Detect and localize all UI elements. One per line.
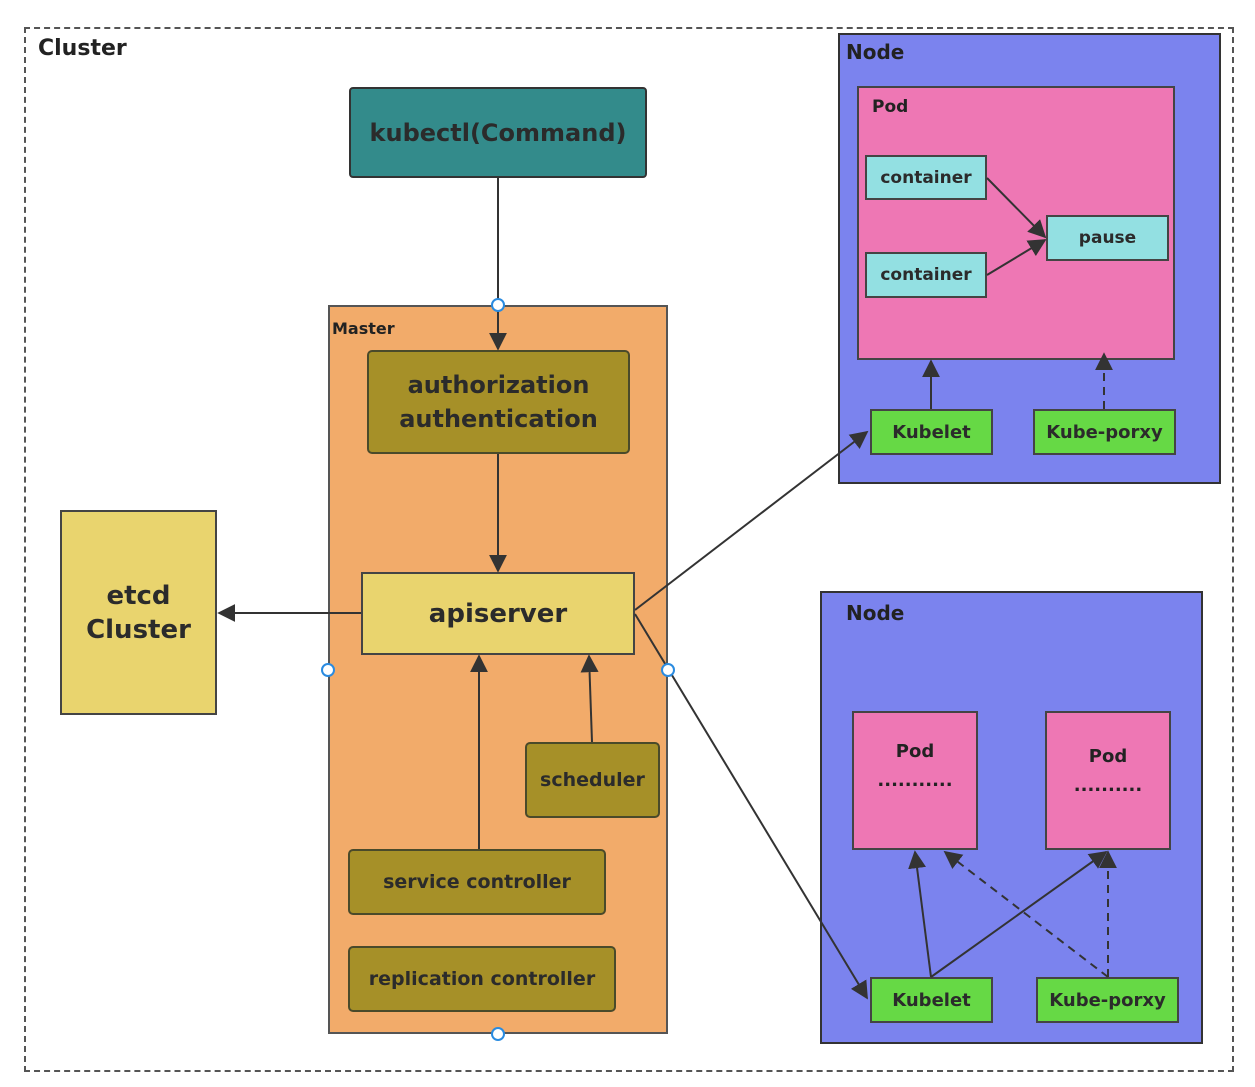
auth-box[interactable]: authorization authentication <box>367 350 630 454</box>
apiserver-label: apiserver <box>428 598 568 629</box>
container-box-1[interactable]: container <box>865 155 987 200</box>
node-2-pod-2-label: Pod <box>1088 746 1128 767</box>
master-connection-point-bottom <box>491 1027 505 1041</box>
node-2-pod-1-label: Pod <box>895 741 935 762</box>
node-2-pod-1[interactable]: Pod ........... <box>852 711 978 850</box>
node-2-proxy-label: Kube-porxy <box>1049 989 1166 1011</box>
container-box-2[interactable]: container <box>865 252 987 298</box>
master-connection-point-left <box>321 663 335 677</box>
container-1-to-pause-arrow <box>986 177 1047 239</box>
etcd-line-1: etcd <box>106 580 171 611</box>
kubectl-label: kubectl(Command) <box>369 118 627 147</box>
pause-label: pause <box>1078 228 1137 248</box>
service-controller-label: service controller <box>383 871 571 893</box>
apiserver-to-node-1-kubelet-arrow <box>634 430 869 611</box>
apiserver-box[interactable]: apiserver <box>361 572 635 655</box>
service-controller-box[interactable]: service controller <box>348 849 606 915</box>
node-2-kubelet-to-pod-1-arrow <box>908 850 932 978</box>
node-2-pod-1-dots: ........... <box>877 770 953 791</box>
node-2-kubelet-to-pod-2-arrow <box>930 850 1108 978</box>
node-1-label: Node <box>846 40 905 64</box>
master-label: Master <box>332 319 395 338</box>
node-2-pod-2-dots: .......... <box>1073 775 1143 796</box>
cluster-label: Cluster <box>38 36 127 61</box>
kubectl-box[interactable]: kubectl(Command) <box>349 87 647 178</box>
etcd-line-2: Cluster <box>86 614 191 645</box>
container-label-2: container <box>880 265 972 285</box>
node-2-proxy-to-pod-1-arrow <box>943 850 1109 978</box>
scheduler-to-apiserver-arrow <box>580 654 599 743</box>
replication-controller-box[interactable]: replication controller <box>348 946 616 1012</box>
node-1-pod-box <box>857 86 1175 360</box>
apiserver-to-node-2-kubelet-arrow <box>634 613 868 1000</box>
master-connection-point-right <box>661 663 675 677</box>
node-2-kubelet-label: Kubelet <box>892 989 971 1011</box>
node-2-proxy-box[interactable]: Kube-porxy <box>1036 977 1179 1023</box>
node-1-proxy-label: Kube-porxy <box>1046 421 1163 443</box>
auth-line-1: authorization <box>407 371 590 399</box>
replication-controller-label: replication controller <box>368 968 596 990</box>
cluster-frame <box>24 27 1234 1072</box>
node-1-kubelet-box[interactable]: Kubelet <box>870 409 993 455</box>
node-2-kubelet-box[interactable]: Kubelet <box>870 977 993 1023</box>
node-1-kubelet-label: Kubelet <box>892 421 971 443</box>
container-2-to-pause-arrow <box>986 239 1047 276</box>
scheduler-box[interactable]: scheduler <box>525 742 660 818</box>
node-1-proxy-box[interactable]: Kube-porxy <box>1033 409 1176 455</box>
node-2-pod-2[interactable]: Pod .......... <box>1045 711 1171 850</box>
node-1-pod-label: Pod <box>872 97 909 117</box>
master-connection-point-top <box>491 298 505 312</box>
scheduler-label: scheduler <box>540 769 645 791</box>
container-label-1: container <box>880 167 972 188</box>
auth-line-2: authentication <box>399 405 598 433</box>
pause-box[interactable]: pause <box>1046 215 1169 261</box>
node-2-label: Node <box>846 601 905 625</box>
etcd-cluster-box[interactable]: etcd Cluster <box>60 510 217 715</box>
